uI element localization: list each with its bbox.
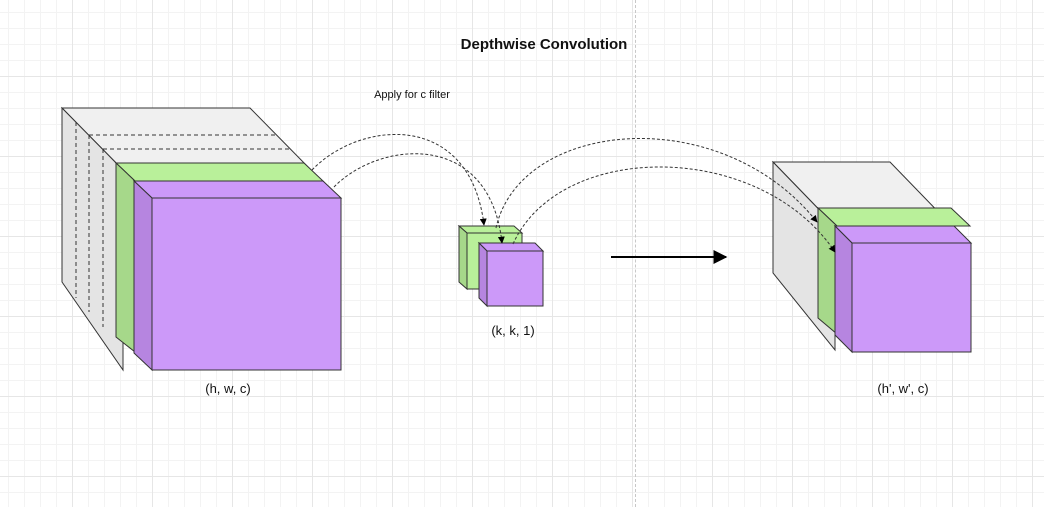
filter-application-arrows [311, 133, 836, 253]
arrow-input-purple-to-filter [333, 153, 505, 244]
filter-purple-front [486, 250, 544, 307]
input-purple-top [132, 180, 343, 199]
input-purple-side [133, 179, 153, 372]
output-tensor [771, 160, 973, 354]
arrow-input-green-to-filter [311, 133, 487, 226]
input-shape-label: (h, w, c) [205, 381, 251, 396]
output-green-top [816, 207, 972, 227]
input-channel-slices [75, 122, 290, 327]
diagram-title: Depthwise Convolution [460, 36, 628, 53]
output-green-side [817, 206, 838, 336]
filter-shape-label: (k, k, 1) [491, 323, 535, 338]
filter-purple-side [478, 241, 488, 308]
output-purple-side [834, 224, 853, 354]
arrow-filter-purple-to-output [512, 166, 836, 253]
filter-green-top [457, 225, 524, 234]
output-shape-label: (h', w', c) [877, 381, 929, 396]
arrow-filter-green-to-output [495, 138, 818, 229]
input-green-side [115, 161, 136, 354]
filter-stack [457, 224, 545, 308]
filter-green-side [458, 224, 468, 291]
page-divider [635, 0, 636, 507]
filter-purple-top [477, 242, 545, 252]
apply-annotation: Apply for c filter [374, 89, 450, 101]
output-purple-top [833, 225, 973, 244]
input-green-top [114, 162, 325, 182]
output-purple-front [851, 242, 972, 353]
input-tensor [60, 106, 343, 372]
input-purple-front [151, 197, 342, 371]
